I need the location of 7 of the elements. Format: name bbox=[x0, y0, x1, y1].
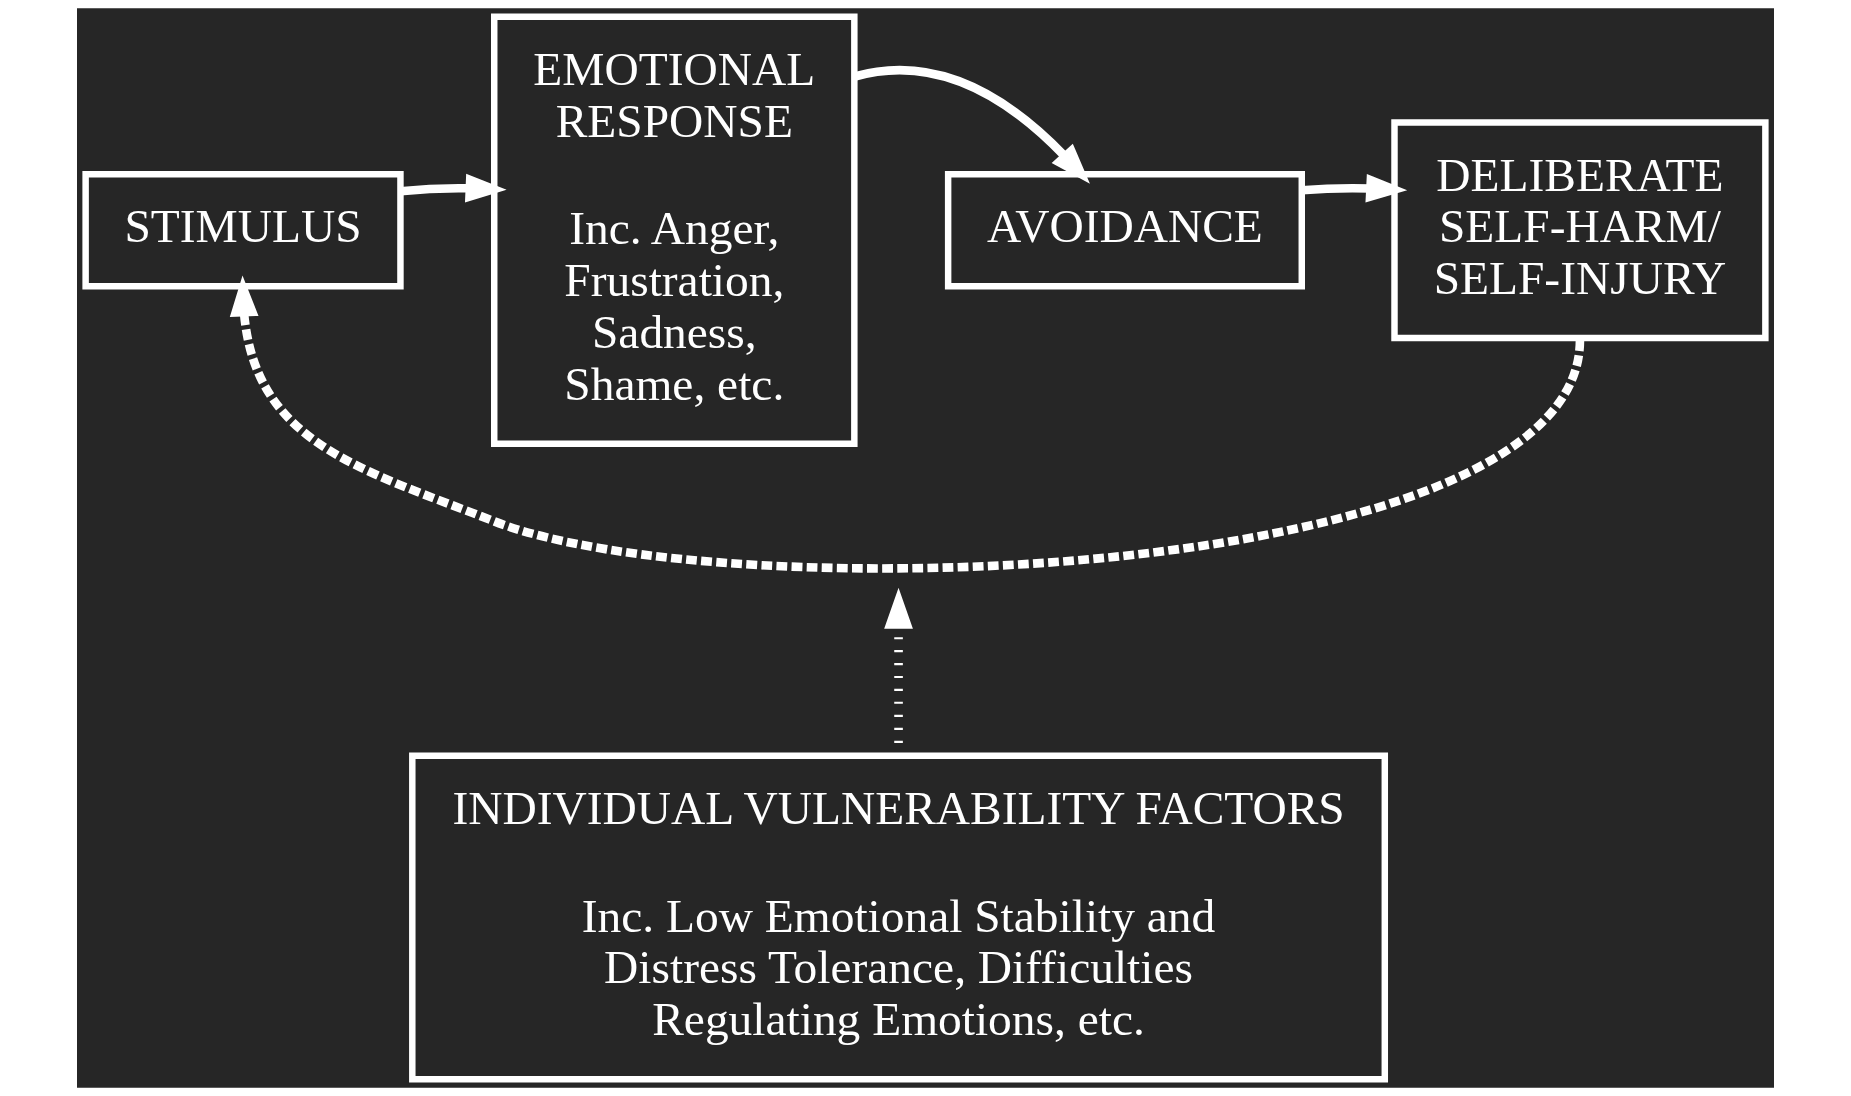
node-box: STIMULUS bbox=[82, 170, 404, 290]
arrow bbox=[400, 173, 507, 203]
node-box: DELIBERATE SELF-HARM/ SELF-INJURY bbox=[1391, 119, 1769, 342]
arrow bbox=[229, 275, 1585, 573]
node-box: INDIVIDUAL VULNERABILITY FACTORS Inc. Low Emotional Stability and Distress Tolerance, Difficulties Regulating Emotions, etc. bbox=[409, 752, 1389, 1083]
node-box: EMOTIONAL RESPONSE Inc. Anger, Frustration, Sadness, Shame, etc. bbox=[491, 13, 858, 447]
node-box: AVOIDANCE bbox=[944, 170, 1305, 290]
